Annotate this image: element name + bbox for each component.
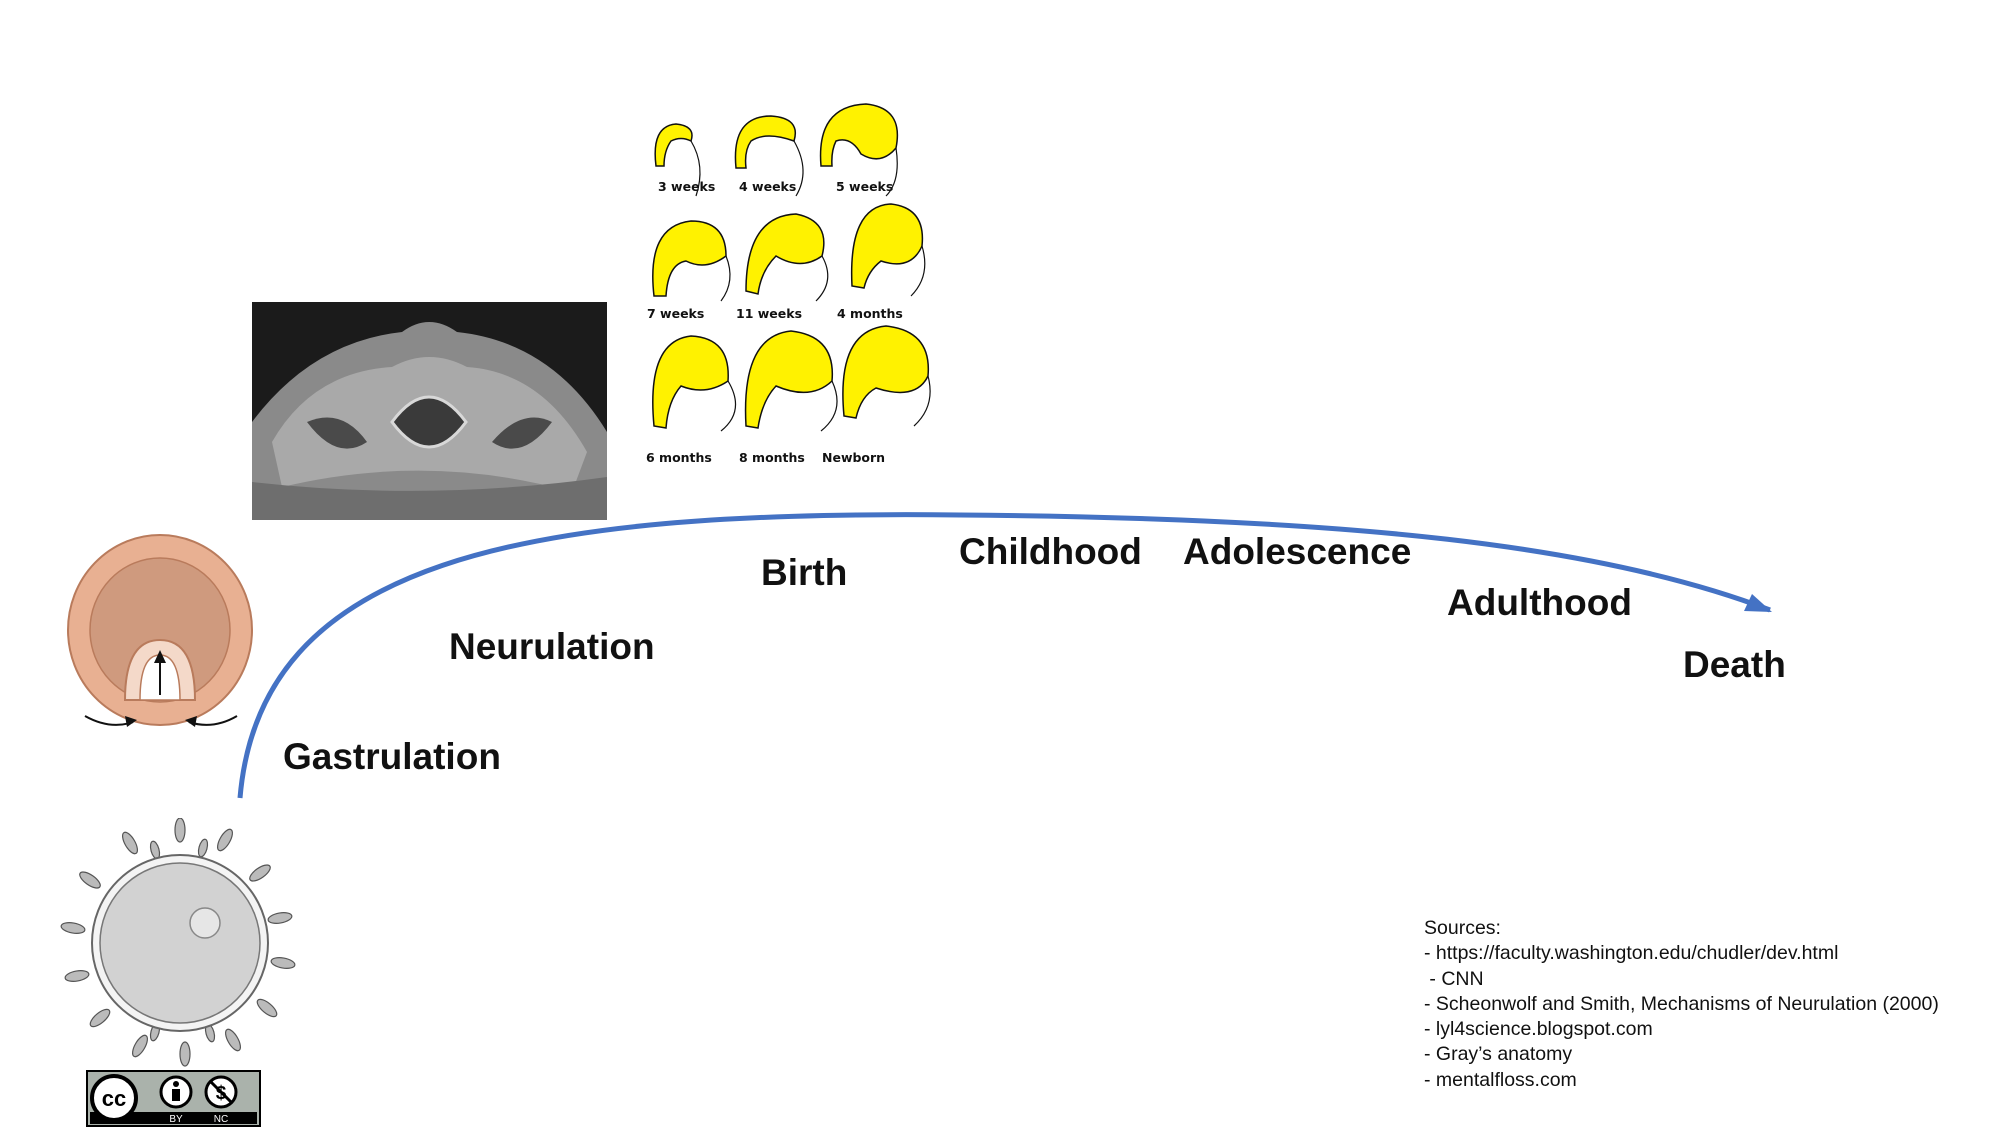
- oocyte-illustration: [60, 818, 296, 1067]
- svg-text:cc: cc: [102, 1086, 126, 1111]
- corona-cells: [60, 818, 296, 1067]
- source-item: - mentalfloss.com: [1424, 1068, 1577, 1091]
- brain-caption-4-weeks: 4 weeks: [739, 179, 797, 194]
- stage-death: Death: [1683, 644, 1786, 685]
- stage-adulthood: Adulthood: [1447, 582, 1632, 623]
- source-item: - lyl4science.blogspot.com: [1424, 1018, 1653, 1041]
- stage-gastrulation: Gastrulation: [283, 736, 501, 777]
- brain-development-panel: 3 weeks 4 weeks 5 weeks 7 weeks 11 weeks…: [636, 96, 936, 471]
- brain-drawings: [652, 103, 931, 432]
- gastrula-illustration: [67, 534, 253, 727]
- stage-adolescence: Adolescence: [1183, 531, 1412, 572]
- brain-caption-8-months: 8 months: [739, 450, 805, 465]
- brain-caption-4-months: 4 months: [837, 306, 903, 321]
- source-item: - Gray’s anatomy: [1424, 1043, 1573, 1066]
- cc-by-label: BY: [169, 1114, 183, 1125]
- cc-license-badge: cc $ BY NC: [86, 1070, 261, 1127]
- sources-heading: Sources:: [1424, 917, 1501, 939]
- neurulation-micrograph: [252, 302, 607, 520]
- source-item: - https://faculty.washington.edu/chudler…: [1424, 942, 1839, 965]
- source-item: - CNN: [1424, 967, 1484, 990]
- timeline-arrowhead: [1744, 594, 1772, 612]
- brain-caption-7-weeks: 7 weeks: [647, 306, 705, 321]
- brain-caption-newborn: Newborn: [822, 450, 886, 465]
- cc-nc-label: NC: [214, 1114, 228, 1125]
- brain-caption-6-months: 6 months: [646, 450, 712, 465]
- source-item: - Scheonwolf and Smith, Mechanisms of Ne…: [1424, 992, 1939, 1015]
- brain-caption-5-weeks: 5 weeks: [836, 179, 894, 194]
- brain-caption-3-weeks: 3 weeks: [658, 179, 716, 194]
- stage-neurulation: Neurulation: [449, 626, 655, 667]
- timeline-curve: [237, 512, 1771, 799]
- sources-list: Sources: - https://faculty.washington.ed…: [1424, 916, 1944, 1093]
- brain-caption-11-weeks: 11 weeks: [736, 306, 803, 321]
- stage-childhood: Childhood: [959, 531, 1142, 572]
- stage-birth: Birth: [761, 552, 848, 593]
